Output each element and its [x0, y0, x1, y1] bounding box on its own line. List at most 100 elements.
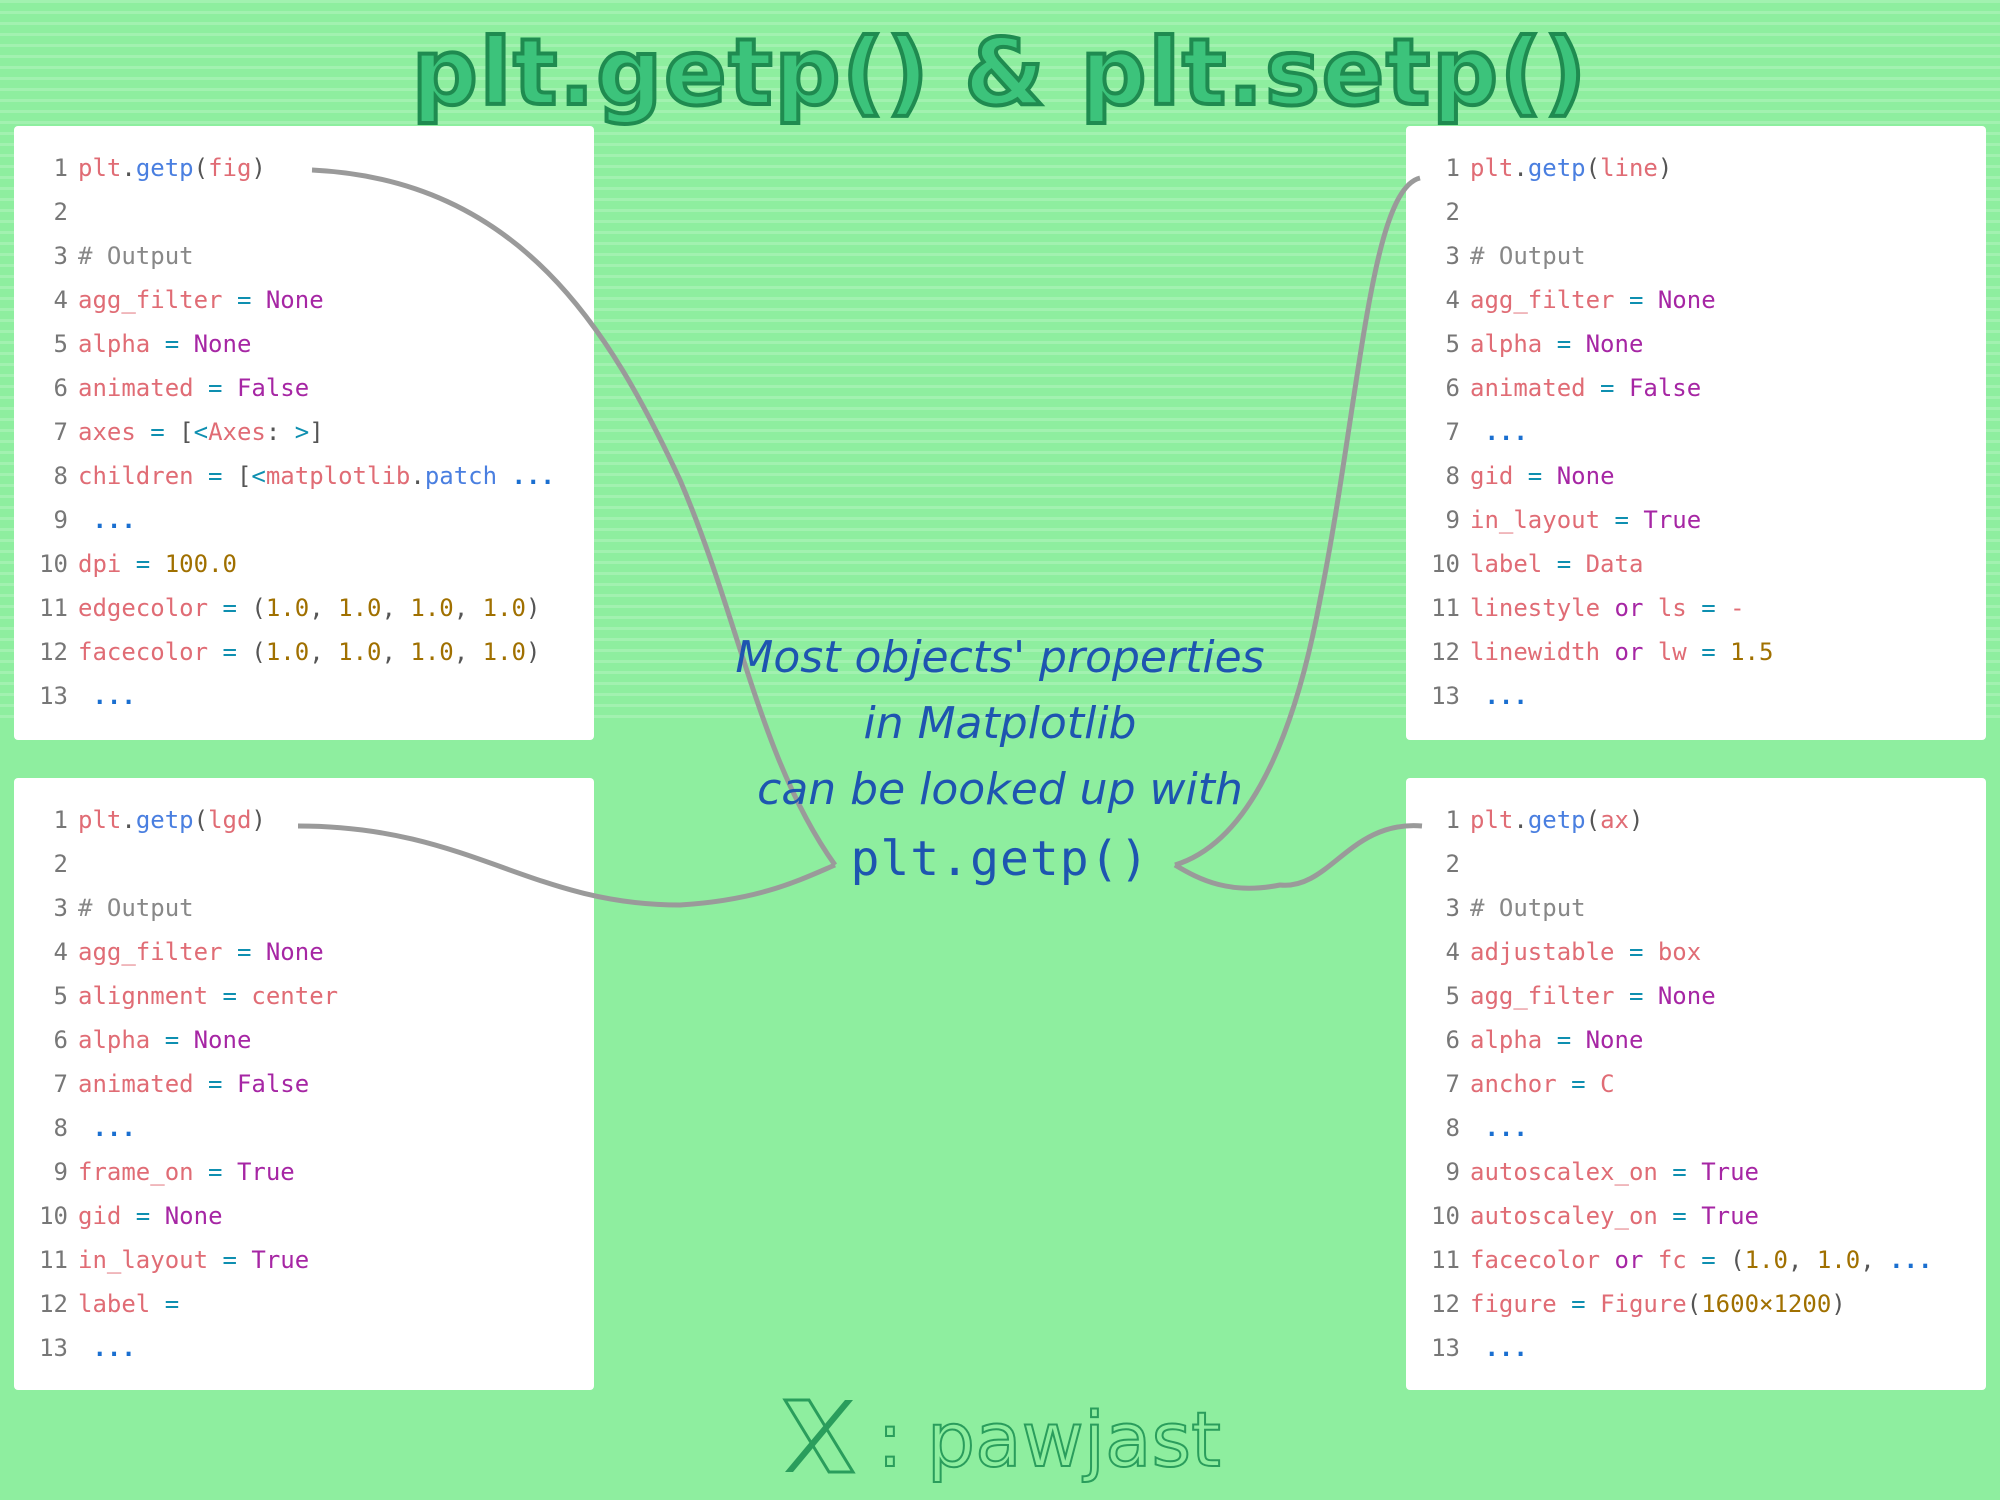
- code-token: ,: [309, 638, 339, 666]
- line-number: 8: [53, 462, 68, 490]
- code-token: =: [1542, 1026, 1586, 1054]
- line-number: 11: [1431, 594, 1460, 622]
- code-token: anchor: [1470, 1070, 1557, 1098]
- code-token: (: [251, 594, 266, 622]
- footer-handle: : pawjast: [0, 1394, 2000, 1495]
- code-token: 1600×1200: [1701, 1290, 1832, 1318]
- line-number: 1: [1445, 154, 1460, 182]
- line-number: 5: [1445, 330, 1460, 358]
- code-token: =: [121, 1202, 165, 1230]
- code-token: =: [150, 1290, 180, 1318]
- line-number: 9: [53, 506, 68, 534]
- line-number: 12: [39, 638, 68, 666]
- code-token: autoscaley_on: [1470, 1202, 1658, 1230]
- code-token: =: [193, 374, 237, 402]
- code-token: agg_filter: [1470, 286, 1615, 314]
- code-token: 1.0: [482, 594, 527, 622]
- code-token: ,: [309, 594, 339, 622]
- code-token: alpha: [1470, 330, 1543, 358]
- code-token: ): [526, 638, 541, 666]
- code-token: .: [121, 154, 136, 182]
- code-token: <: [193, 418, 209, 446]
- code-token: matplotlib: [265, 462, 411, 490]
- code-token: facecolor: [78, 638, 209, 666]
- code-token: ,: [453, 638, 483, 666]
- code-token: None: [1585, 330, 1644, 358]
- code-line: 2: [1406, 190, 1986, 234]
- code-token: axes: [78, 418, 136, 446]
- line-number: 9: [1445, 1158, 1460, 1186]
- line-number: 4: [53, 938, 68, 966]
- code-token: dpi: [78, 550, 122, 578]
- code-token: C: [1600, 1070, 1615, 1098]
- line-number: 12: [1431, 1290, 1460, 1318]
- code-line: 13 ...: [14, 674, 594, 718]
- line-number: 7: [53, 418, 68, 446]
- code-token: ...: [1470, 682, 1528, 710]
- code-token: ]: [309, 418, 324, 446]
- code-token: .: [1513, 806, 1528, 834]
- code-token: ...: [78, 1334, 136, 1362]
- code-token: getp: [135, 806, 194, 834]
- code-token: None: [164, 1202, 223, 1230]
- code-token: Axes: [208, 418, 266, 446]
- line-number: 1: [1445, 806, 1460, 834]
- code-token: alignment: [78, 982, 209, 1010]
- code-token: =: [222, 938, 266, 966]
- code-token: label: [1470, 550, 1543, 578]
- code-token: linestyle: [1470, 594, 1601, 622]
- code-token: box: [1657, 938, 1702, 966]
- code-token: =: [193, 1158, 237, 1186]
- code-token: =: [121, 550, 165, 578]
- line-number: 1: [53, 806, 68, 834]
- line-number: 13: [1431, 682, 1460, 710]
- line-number: 10: [1431, 550, 1460, 578]
- code-token: plt: [78, 154, 122, 182]
- code-token: animated: [78, 1070, 194, 1098]
- code-token: =: [193, 1070, 237, 1098]
- code-token: =: [1686, 594, 1731, 622]
- caption-line-3: can be looked up with: [757, 764, 1243, 815]
- code-token: facecolor: [1470, 1246, 1601, 1274]
- code-token: 100.0: [164, 550, 237, 578]
- code-token: =: [150, 1026, 194, 1054]
- code-token: =: [193, 462, 237, 490]
- x-logo-icon: [779, 1396, 859, 1495]
- center-caption: Most objects' properties in Matplotlib c…: [660, 625, 1340, 895]
- code-token: False: [236, 1070, 310, 1098]
- code-token: line: [1600, 154, 1658, 182]
- code-token: (: [1585, 806, 1601, 834]
- code-token: True: [251, 1246, 310, 1274]
- footer-username: pawjast: [926, 1394, 1222, 1485]
- code-token: None: [1585, 1026, 1644, 1054]
- code-token: fig: [208, 154, 252, 182]
- code-token: =: [1686, 638, 1731, 666]
- code-token: None: [1556, 462, 1615, 490]
- code-token: ...: [1874, 1246, 1933, 1274]
- code-token: (: [1730, 1246, 1745, 1274]
- code-token: ...: [78, 1114, 136, 1142]
- code-token: [: [179, 418, 194, 446]
- code-line: 13 ...: [1406, 674, 1986, 718]
- code-token: plt: [1470, 806, 1514, 834]
- code-token: ls: [1657, 594, 1687, 622]
- line-number: 10: [39, 550, 68, 578]
- code-token: .: [121, 806, 136, 834]
- code-token: =: [1657, 1202, 1702, 1230]
- code-token: ,: [453, 594, 483, 622]
- line-number: 9: [53, 1158, 68, 1186]
- code-token: # Output: [78, 242, 194, 270]
- code-token: =: [222, 286, 266, 314]
- code-line: 3# Output: [14, 886, 594, 930]
- line-number: 8: [1445, 462, 1460, 490]
- caption-code: plt.getp(): [850, 831, 1150, 887]
- code-token: or: [1600, 1246, 1658, 1274]
- code-token: agg_filter: [78, 286, 223, 314]
